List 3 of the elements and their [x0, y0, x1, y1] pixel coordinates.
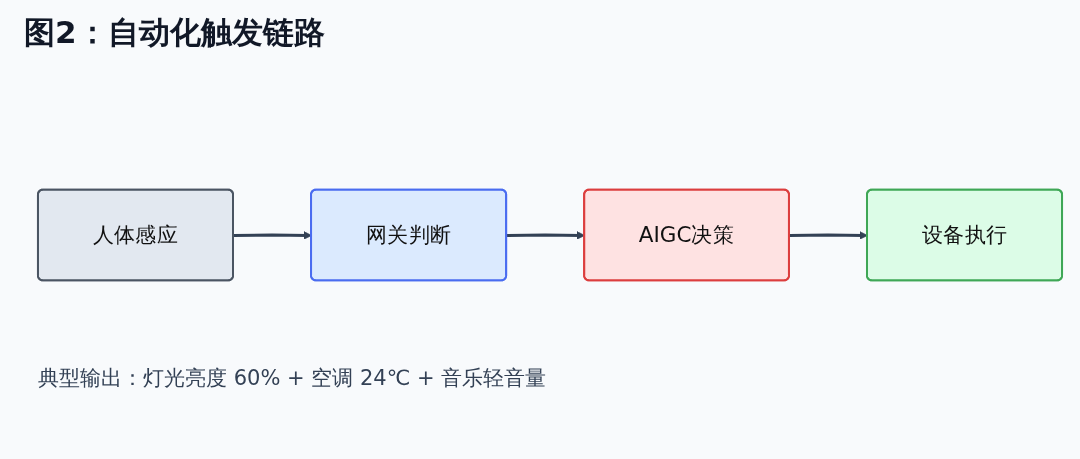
arrow: [233, 231, 312, 240]
note-text: 典型输出：灯光亮度 60% + 空调 24℃ + 音乐轻音量: [38, 365, 547, 392]
diagram-title: 图2：自动化触发链路: [24, 13, 325, 52]
